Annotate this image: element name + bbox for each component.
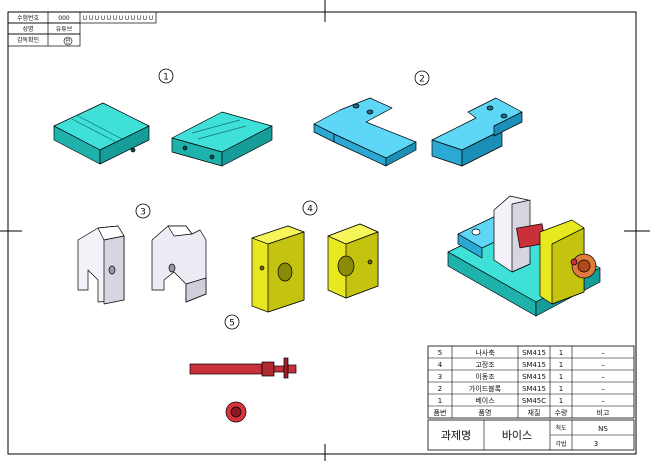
part-no: 4 bbox=[438, 361, 443, 369]
part-4-fixed-jaw-view-a bbox=[251, 225, 305, 313]
part-1-base-view-a bbox=[53, 102, 150, 165]
part-name: 고정조 bbox=[475, 360, 495, 369]
table-row: 2 가이드블록 SM415 1 – bbox=[438, 384, 605, 393]
exam-number-mirror-text: ＵＵＵＵＵＵＵＵＵＵＵＵ bbox=[82, 15, 154, 22]
part-qty: 1 bbox=[559, 385, 563, 393]
header-note: 비고 bbox=[597, 408, 610, 417]
part-no: 3 bbox=[438, 373, 442, 381]
part-5-screw-end-view bbox=[225, 401, 247, 423]
part-name: 가이드블록 bbox=[469, 384, 502, 393]
callout-2: 2 bbox=[414, 70, 430, 86]
part-1-base-view-b bbox=[171, 111, 273, 167]
callout-1: 1 bbox=[158, 68, 174, 84]
parts-list-rows: 5 나사축 SM415 1 – 4 고정조 SM415 1 – 3 이동조 SM… bbox=[434, 348, 610, 417]
part-material: SM45C bbox=[522, 397, 546, 405]
table-row: 5 나사축 SM415 1 – bbox=[438, 348, 605, 357]
part-note: – bbox=[601, 349, 605, 357]
projection-label: 각법 bbox=[555, 440, 566, 448]
part-note: – bbox=[601, 361, 605, 369]
header-material: 재질 bbox=[528, 409, 541, 417]
title-block: 과제명 바이스 척도 NS 각법 3 bbox=[427, 419, 635, 451]
part-qty: 1 bbox=[559, 361, 563, 369]
part-material: SM415 bbox=[522, 349, 546, 357]
table-row: 1 베이스 SM45C 1 – bbox=[438, 396, 605, 405]
seal-circle bbox=[63, 36, 73, 46]
part-qty: 1 bbox=[559, 349, 563, 357]
part-3-movable-jaw-view-a bbox=[77, 225, 125, 305]
svg-text:2: 2 bbox=[419, 75, 425, 85]
callout-5: 5 bbox=[224, 314, 240, 330]
corner-info-block: 수험번호 000 ＵＵＵＵＵＵＵＵＵＵＵＵ 성명 유튜브 감독확인 인 bbox=[7, 11, 157, 47]
table-row: 4 고정조 SM415 1 – bbox=[438, 360, 605, 369]
svg-text:5: 5 bbox=[229, 319, 235, 329]
callout-3: 3 bbox=[135, 203, 151, 219]
part-note: – bbox=[601, 373, 605, 381]
name-value: 유튜브 bbox=[56, 26, 73, 33]
header-name: 품명 bbox=[479, 408, 492, 417]
part-note: – bbox=[601, 385, 605, 393]
part-3-movable-jaw-view-b bbox=[151, 225, 207, 303]
part-material: SM415 bbox=[522, 385, 546, 393]
project-name: 바이스 bbox=[502, 429, 532, 442]
part-name: 이동조 bbox=[475, 372, 495, 381]
header-no: 품번 bbox=[434, 408, 447, 417]
drawing-border bbox=[7, 11, 637, 455]
svg-text:1: 1 bbox=[163, 73, 169, 83]
part-qty: 1 bbox=[559, 373, 563, 381]
part-no: 1 bbox=[438, 397, 442, 405]
vise-assembly bbox=[447, 195, 601, 317]
exam-number-label: 수험번호 bbox=[17, 14, 40, 22]
part-qty: 1 bbox=[559, 397, 563, 405]
part-material: SM415 bbox=[522, 361, 546, 369]
project-label: 과제명 bbox=[441, 429, 471, 442]
supervisor-label: 감독확인 bbox=[17, 36, 39, 44]
projection-value: 3 bbox=[594, 440, 598, 448]
exam-number-value: 000 bbox=[58, 15, 70, 22]
table-row: 3 이동조 SM415 1 – bbox=[438, 372, 605, 381]
part-no: 2 bbox=[438, 385, 442, 393]
svg-text:4: 4 bbox=[307, 205, 313, 215]
callout-4: 4 bbox=[302, 200, 318, 216]
svg-text:3: 3 bbox=[140, 208, 146, 218]
part-note: – bbox=[601, 397, 605, 405]
header-qty: 수량 bbox=[555, 409, 568, 417]
part-material: SM415 bbox=[522, 373, 546, 381]
part-2-guide-block-view-a bbox=[313, 97, 417, 167]
scale-label: 척도 bbox=[555, 424, 567, 432]
part-no: 5 bbox=[438, 349, 442, 357]
parts-list-table bbox=[427, 345, 635, 419]
supervisor-seal: 인 bbox=[65, 38, 71, 45]
part-name: 베이스 bbox=[475, 396, 495, 405]
part-2-guide-block-view-b bbox=[431, 97, 523, 167]
table-header-row: 품번 품명 재질 수량 비고 bbox=[434, 408, 610, 417]
part-name: 나사축 bbox=[475, 348, 495, 357]
part-5-screw-shaft bbox=[189, 357, 297, 379]
part-4-fixed-jaw-view-b bbox=[327, 223, 379, 299]
name-label: 성명 bbox=[22, 25, 33, 33]
scale-value: NS bbox=[598, 425, 608, 433]
